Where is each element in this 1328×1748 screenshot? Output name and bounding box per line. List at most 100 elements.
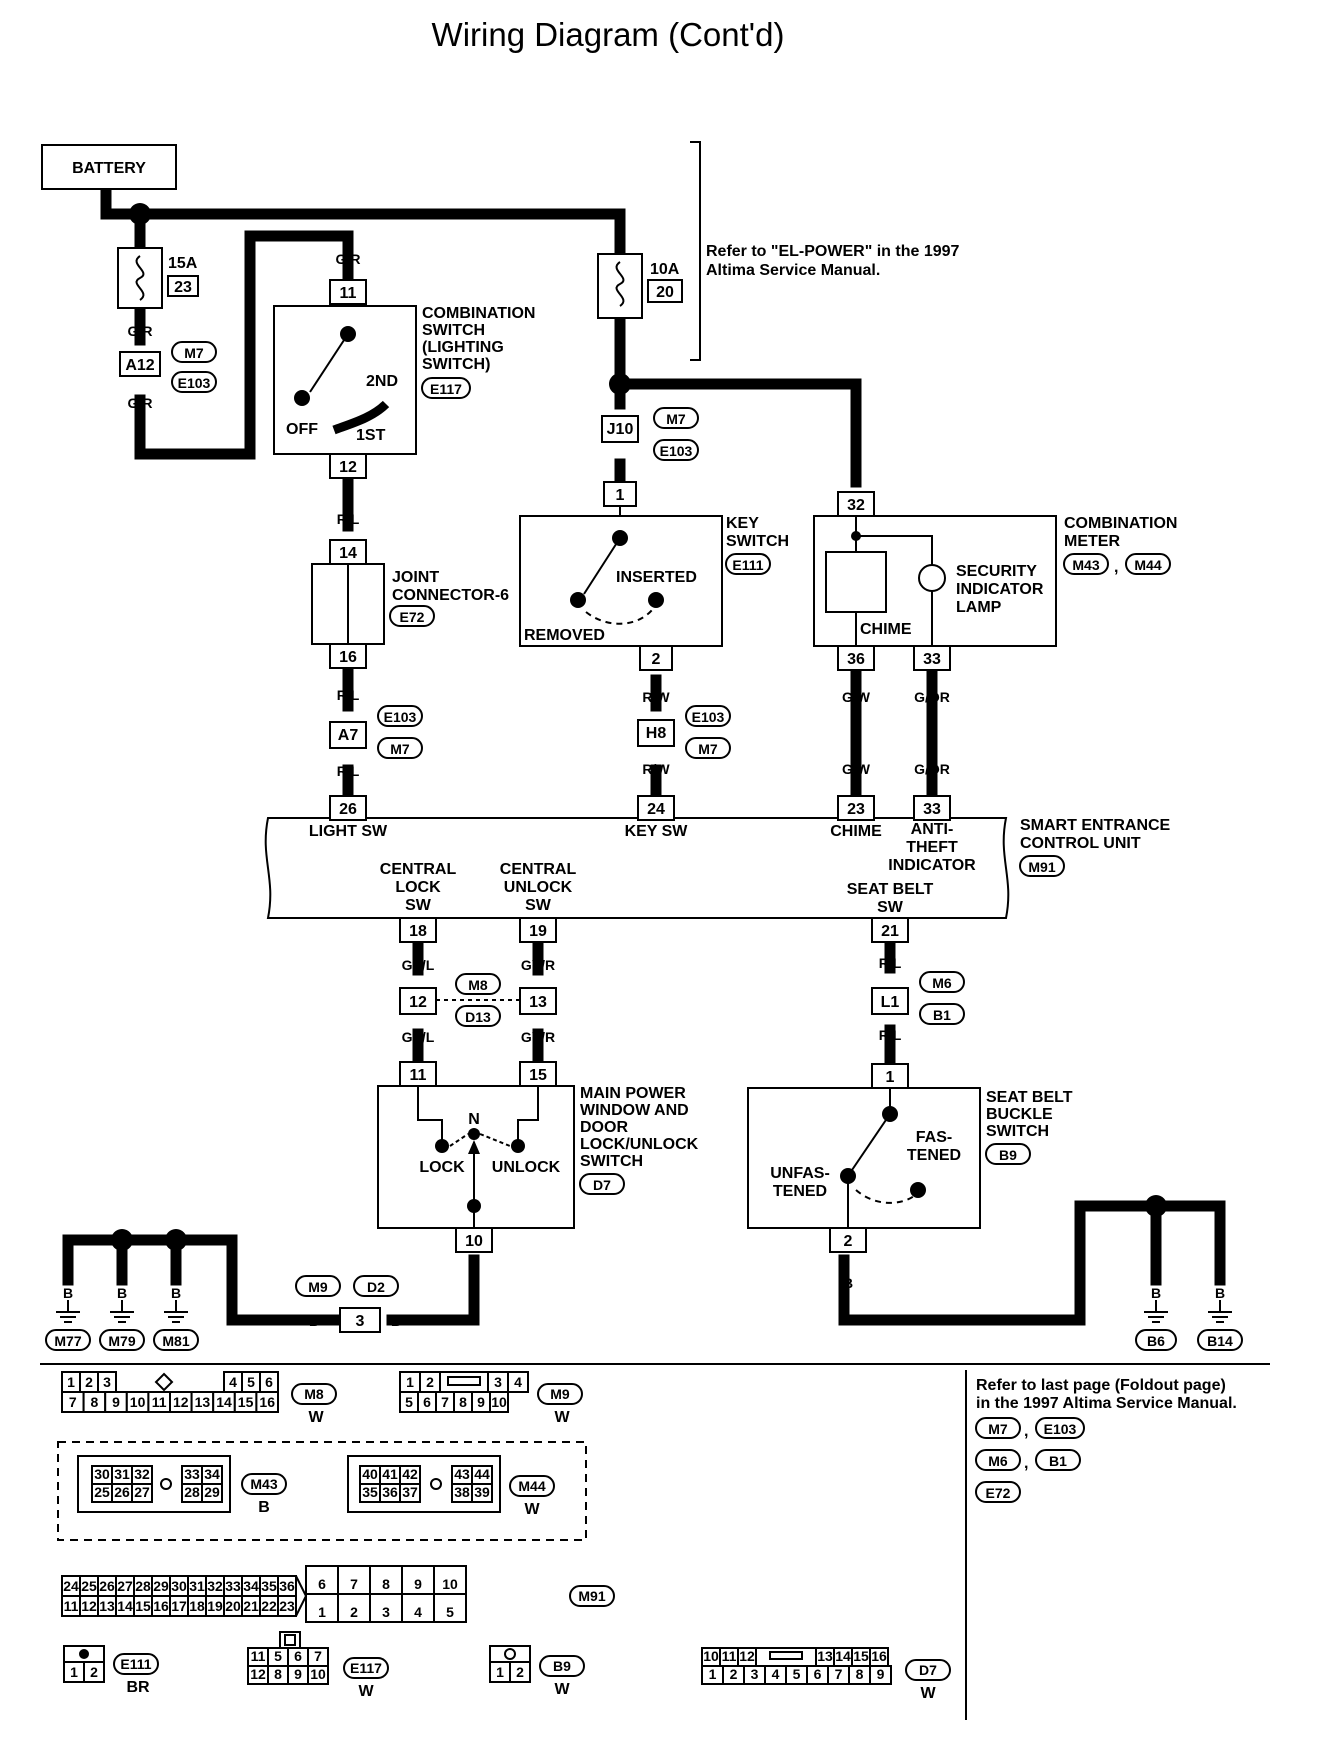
svg-text:R/L: R/L [879, 955, 902, 971]
d7-color: W [920, 1685, 936, 1702]
m91-pin: 28 [135, 1578, 151, 1594]
svg-text:R/W: R/W [642, 761, 670, 777]
d7-pin: 15 [853, 1648, 869, 1664]
m44-pin: 40 [362, 1466, 378, 1482]
m44-pin: 39 [474, 1484, 490, 1500]
svg-text:LIGHT SW: LIGHT SW [309, 823, 388, 840]
svg-text:B: B [171, 1285, 181, 1301]
m43-pin: 31 [114, 1466, 130, 1482]
svg-text:CONTROL UNIT: CONTROL UNIT [1020, 835, 1141, 852]
svg-text:B: B [1151, 1285, 1161, 1301]
svg-text:SWITCH: SWITCH [726, 533, 789, 550]
svg-text:SECURITY: SECURITY [956, 563, 1037, 580]
m8-pin: 11 [152, 1394, 167, 1410]
svg-text:SWITCH): SWITCH) [422, 356, 490, 373]
svg-text:3: 3 [356, 1313, 365, 1330]
d7-face-tag: D7 [919, 1662, 937, 1678]
svg-text:LOCK/UNLOCK: LOCK/UNLOCK [580, 1136, 699, 1153]
svg-text:M7: M7 [988, 1421, 1008, 1437]
svg-text:J10: J10 [607, 421, 634, 438]
d7-pin: 2 [730, 1666, 738, 1682]
m91-pin: 36 [279, 1578, 295, 1594]
m8-pin: 13 [195, 1394, 211, 1410]
refer-bracket [690, 141, 701, 361]
svg-text:B: B [843, 1275, 853, 1291]
svg-text:B: B [309, 1313, 319, 1329]
svg-text:R/W: R/W [642, 689, 670, 705]
svg-text:R/L: R/L [879, 1027, 902, 1043]
m91-face-tag: M91 [578, 1588, 605, 1604]
key-switch: 1 INSERTED REMOVED 2 KEY SWITCH E111 R/W… [519, 481, 789, 777]
m8-pin: 9 [112, 1394, 120, 1410]
svg-text:KEY: KEY [726, 515, 759, 532]
svg-text:REMOVED: REMOVED [524, 627, 605, 644]
svg-text:D7: D7 [593, 1177, 611, 1193]
svg-text:12: 12 [409, 994, 427, 1011]
svg-text:B1: B1 [1049, 1453, 1067, 1469]
m91-pin: 22 [261, 1598, 277, 1614]
svg-text:UNFAS-: UNFAS- [770, 1165, 830, 1182]
svg-text:G/W: G/W [842, 689, 871, 705]
svg-text:INSERTED: INSERTED [616, 569, 697, 586]
svg-text:33: 33 [923, 651, 941, 668]
svg-text:E103: E103 [1044, 1421, 1077, 1437]
m91-pin: 26 [99, 1578, 115, 1594]
svg-text:SW: SW [877, 899, 904, 916]
svg-text:M8: M8 [468, 977, 488, 993]
svg-text:1ST: 1ST [356, 427, 386, 444]
b9-color: W [554, 1681, 570, 1698]
m91-pin: 9 [414, 1576, 422, 1592]
m91-pin: 19 [207, 1598, 223, 1614]
m9-pin: 5 [405, 1394, 413, 1410]
e117-pin: 9 [294, 1666, 302, 1682]
svg-text:G/OR: G/OR [914, 689, 950, 705]
svg-text:A7: A7 [338, 727, 359, 744]
svg-text:33: 33 [923, 801, 941, 818]
svg-text:FAS-: FAS- [916, 1129, 952, 1146]
svg-text:R/L: R/L [337, 763, 360, 779]
svg-text:LAMP: LAMP [956, 599, 1002, 616]
svg-text:E72: E72 [986, 1485, 1011, 1501]
svg-text:G/OR: G/OR [914, 761, 950, 777]
svg-text:LOCK: LOCK [395, 879, 441, 896]
svg-text:KEY SW: KEY SW [625, 823, 689, 840]
svg-text:G/R: G/R [336, 251, 361, 267]
svg-text:MAIN POWER: MAIN POWER [580, 1085, 686, 1102]
m43-pin: 26 [114, 1484, 130, 1500]
svg-text:INDICATOR: INDICATOR [956, 581, 1044, 598]
svg-text:B: B [117, 1285, 127, 1301]
m91-pin: 20 [225, 1598, 241, 1614]
fuse-10a: 10A 20 R [597, 253, 683, 351]
m91-pin: 16 [153, 1598, 169, 1614]
svg-text:B14: B14 [1207, 1333, 1233, 1349]
svg-text:GY/R: GY/R [521, 1029, 555, 1045]
m91-pin: 1 [318, 1604, 326, 1620]
d7-pin: 1 [709, 1666, 717, 1682]
svg-text:WINDOW AND: WINDOW AND [580, 1102, 689, 1119]
wire-harness [62, 184, 1226, 1326]
m43-pin: 27 [134, 1484, 150, 1500]
svg-text:M7: M7 [184, 345, 204, 361]
svg-text:32: 32 [847, 497, 865, 514]
m44-face-tag: M44 [518, 1478, 545, 1494]
svg-text:B: B [63, 1285, 73, 1301]
m9-face-tag: M9 [550, 1386, 570, 1402]
m44-pin: 36 [382, 1484, 398, 1500]
svg-text:R: R [615, 455, 625, 471]
page-title: Wiring Diagram (Cont'd) [432, 16, 785, 53]
refer-top-1: Refer to "EL-POWER" in the 1997 [706, 243, 960, 260]
svg-text:OFF: OFF [286, 421, 318, 438]
d7-pin: 14 [835, 1648, 851, 1664]
m8-pin: 14 [216, 1394, 232, 1410]
svg-text:M7: M7 [698, 741, 718, 757]
m91-pin: 8 [382, 1576, 390, 1592]
m9-pin: 9 [477, 1394, 485, 1410]
svg-text:GY/L: GY/L [402, 1029, 435, 1045]
svg-text:B: B [1215, 1285, 1225, 1301]
svg-text:SW: SW [525, 897, 552, 914]
m43-pin: 30 [94, 1466, 110, 1482]
e111-color: BR [126, 1679, 150, 1696]
d7-pin: 12 [739, 1648, 755, 1664]
conn-3-m9-d2: M9 D2 B 3 B [295, 1275, 401, 1333]
